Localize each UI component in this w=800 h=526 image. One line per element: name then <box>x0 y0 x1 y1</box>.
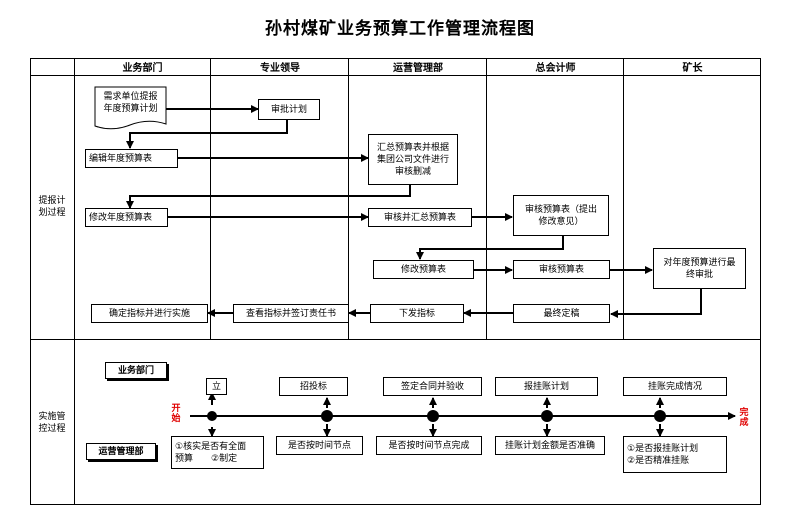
summarize-box: 汇总预算表并根据 集团公司文件进行 审核删减 <box>368 134 458 185</box>
final-approve-box: 对年度预算进行最 终审批 <box>653 248 746 289</box>
timeline-node <box>321 410 333 422</box>
impl-step-1-top: 立 <box>206 378 227 395</box>
timeline-node <box>427 410 439 422</box>
timeline-nodes <box>207 410 666 422</box>
impl-step-2-bottom: 是否按时间节点 <box>276 436 363 455</box>
impl-step-2-top: 招投标 <box>279 377 348 396</box>
timeline-node <box>541 410 553 422</box>
document-shape <box>94 86 167 130</box>
revise-budget-box: 修改年度预算表 <box>85 208 168 227</box>
final-draft-box: 最终定稿 <box>513 304 610 323</box>
finish-label: 完 成 <box>739 408 749 428</box>
header-business-dept: 业务部门 <box>122 63 163 74</box>
impl-step-5-top: 挂账完成情况 <box>623 377 727 396</box>
review-summarize-box: 审核并汇总预算表 <box>368 208 472 227</box>
timeline-node <box>654 410 666 422</box>
plan-arrows <box>126 105 702 318</box>
impl-step-3-top: 签定合同并验收 <box>383 377 482 396</box>
row-label-plan: 提报计 划过程 <box>38 196 66 218</box>
timeline-node <box>207 411 217 421</box>
header-cfo: 总会计师 <box>535 63 576 74</box>
cfo-review-box: 审核预算表（提出 修改意见） <box>513 195 609 236</box>
approve-plan-box: 审批计划 <box>258 99 320 120</box>
header-operations-dept: 运营管理部 <box>393 63 443 74</box>
start-label: 开 始 <box>171 404 181 424</box>
check-index-box: 查看指标并签订责任书 <box>233 304 349 323</box>
table-grid <box>30 58 761 505</box>
need-unit-document: 需求单位提报 年度预算计划 <box>95 87 166 127</box>
compile-budget-box: 编辑年度预算表 <box>85 149 178 168</box>
review-budget-box: 审核预算表 <box>513 260 610 279</box>
need-unit-label: 需求单位提报 年度预算计划 <box>103 92 158 114</box>
issue-index-box: 下发指标 <box>370 304 464 323</box>
impl-business-dept-box: 业务部门 <box>105 362 167 379</box>
impl-step-4-bottom: 挂账计划金额是否准确 <box>495 436 605 455</box>
header-mine-director: 矿长 <box>682 63 703 74</box>
impl-step-4-top: 报挂账计划 <box>495 377 598 396</box>
confirm-index-box: 确定指标并进行实施 <box>91 304 208 323</box>
impl-step-1-bottom: ①核实是否有全面 预算 ②制定 <box>171 436 264 469</box>
impl-step-3-bottom: 是否按时间节点完成 <box>376 436 482 455</box>
modify-budget-box: 修改预算表 <box>373 260 474 279</box>
timeline <box>190 392 736 437</box>
impl-ops-dept-box: 运营管理部 <box>86 443 156 460</box>
row-label-implement: 实施管 控过程 <box>38 412 66 434</box>
header-professional-leader: 专业领导 <box>260 63 300 74</box>
impl-step-5-bottom: ①是否报挂账计划 ②是否精准挂账 <box>623 436 727 473</box>
page-title: 孙村煤矿业务预算工作管理流程图 <box>265 19 535 39</box>
